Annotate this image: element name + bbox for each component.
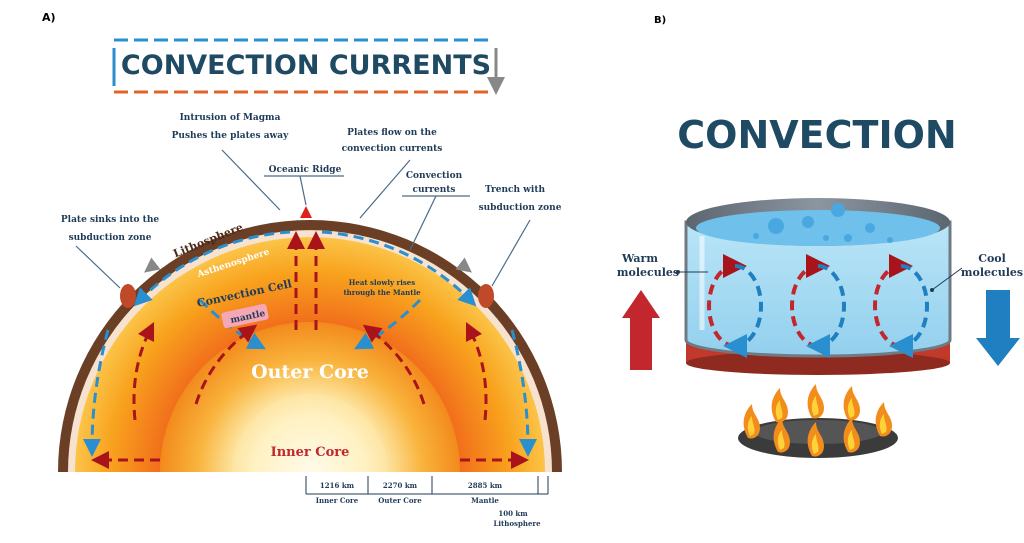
flames bbox=[743, 384, 892, 457]
flame-icon bbox=[773, 418, 790, 453]
cool-down-arrow bbox=[976, 290, 1020, 366]
panel-b-letter: B) bbox=[654, 15, 666, 26]
panel-a-labels: Intrusion of Magma Pushes the plates awa… bbox=[61, 113, 562, 243]
label-magma-2: Pushes the plates away bbox=[172, 131, 289, 141]
label-trench-2: subduction zone bbox=[479, 203, 562, 213]
label-heat-2: through the Mantle bbox=[343, 288, 421, 297]
flame-icon bbox=[807, 384, 824, 419]
water-surface bbox=[696, 210, 940, 246]
label-currents-1: Convection bbox=[406, 171, 463, 181]
panel-a-letter: A) bbox=[42, 11, 56, 24]
flame-icon bbox=[875, 402, 892, 437]
molecule-loops bbox=[707, 254, 929, 358]
label-cool-2: molecules bbox=[961, 266, 1023, 279]
flame-icon bbox=[743, 404, 760, 439]
flame-icon bbox=[843, 418, 860, 453]
callout-lines bbox=[75, 149, 531, 289]
panel-b-title: CONVECTION bbox=[677, 113, 956, 157]
panel-b-labels: Warm molecules Cool molecules bbox=[617, 252, 1023, 279]
title-banner-arrows bbox=[112, 38, 505, 95]
label-heat-1: Heat slowly rises bbox=[349, 278, 415, 287]
warm-leader-dot bbox=[676, 270, 680, 274]
mantle-tag-bg bbox=[221, 303, 269, 329]
cool-leader-dot bbox=[930, 288, 934, 292]
scale-labels: 1216 km Inner Core 2270 km Outer Core 28… bbox=[316, 481, 541, 528]
mantle-convection-arrows bbox=[83, 230, 537, 469]
flame-icon bbox=[807, 422, 824, 457]
label-inner-core: Inner Core bbox=[271, 445, 350, 460]
label-sink-1: Plate sinks into the bbox=[61, 215, 159, 225]
inner-core-layer bbox=[232, 394, 388, 472]
scale-name-litho: Lithosphere bbox=[493, 519, 541, 528]
label-outer-core: Outer Core bbox=[251, 361, 369, 383]
oceanic-ridge bbox=[300, 206, 312, 218]
label-trench-1: Trench with bbox=[485, 185, 546, 195]
flame-icon bbox=[771, 388, 788, 423]
label-plates-2: convection currents bbox=[342, 144, 443, 154]
bubbles bbox=[753, 203, 893, 243]
scale-name-inner: Inner Core bbox=[316, 496, 359, 505]
label-cool-1: Cool bbox=[978, 252, 1006, 265]
label-magma-1: Intrusion of Magma bbox=[180, 113, 281, 123]
cool-leader bbox=[931, 267, 963, 291]
scale-km-inner: 1216 km bbox=[320, 481, 355, 490]
scale-km-outer: 2270 km bbox=[383, 481, 418, 490]
label-currents-2: currents bbox=[412, 185, 455, 195]
earth-cross-section bbox=[58, 206, 562, 472]
trench-left bbox=[120, 284, 136, 308]
trench-right bbox=[478, 284, 494, 308]
flame-icon bbox=[843, 386, 860, 421]
label-sink-2: subduction zone bbox=[69, 233, 152, 243]
depth-scale bbox=[305, 476, 549, 495]
label-warm-1: Warm bbox=[621, 252, 658, 265]
scale-km-mantle: 2885 km bbox=[468, 481, 503, 490]
scale-name-mantle: Mantle bbox=[471, 496, 499, 505]
label-ridge: Oceanic Ridge bbox=[269, 165, 342, 175]
scale-km-litho: 100 km bbox=[498, 509, 528, 518]
warm-up-arrow bbox=[622, 290, 660, 370]
pot bbox=[684, 198, 952, 375]
scale-name-outer: Outer Core bbox=[378, 496, 422, 505]
lithosphere-arrows bbox=[144, 214, 472, 273]
panel-a-title: CONVECTION CURRENTS bbox=[121, 50, 491, 81]
label-plates-1: Plates flow on the bbox=[347, 128, 437, 138]
label-warm-2: molecules bbox=[617, 266, 679, 279]
